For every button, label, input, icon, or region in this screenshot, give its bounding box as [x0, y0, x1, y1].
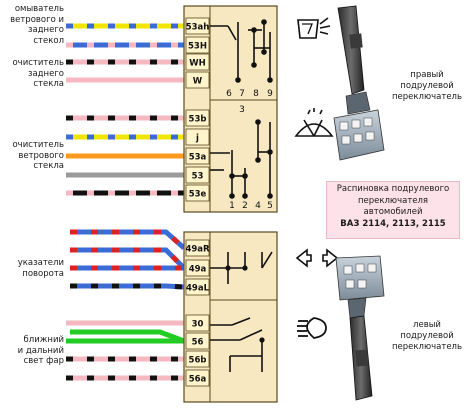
label-wiper: очиститель ветрового стекла: [12, 140, 64, 171]
label-right-switch: правый подрулевой переключатель: [392, 70, 462, 102]
upper-pin-label: 53b: [189, 115, 207, 125]
upper-pin-label: 53e: [189, 190, 207, 200]
upper-pin-5: j: [185, 128, 210, 146]
lower-pin-0: 49aR: [185, 239, 210, 257]
contact-number-4: 4: [255, 201, 261, 211]
upper-wires: [66, 23, 184, 196]
upper-pin-label: j: [195, 134, 199, 144]
upper-switch-contacts: [210, 22, 271, 196]
washer-icon: [297, 17, 331, 39]
lower-wires: [66, 229, 186, 381]
upper-pin-8: 53e: [185, 184, 210, 202]
lower-pin-label: 49aL: [186, 284, 210, 294]
upper-pin-label: W: [193, 77, 203, 87]
upper-pin-label: 53ah: [186, 23, 210, 33]
contact-number-9: 9: [267, 89, 273, 99]
lower-pin-4: 56: [185, 332, 210, 350]
contact-number-5: 5: [267, 201, 273, 211]
upper-pin-label: 53: [192, 172, 204, 182]
contact-number-6: 6: [226, 89, 232, 99]
upper-pin-label: 53H: [188, 42, 207, 52]
turn-arrows-icon: [295, 248, 339, 268]
lower-pin-3: 30: [185, 314, 210, 332]
upper-pin-label: 53a: [189, 153, 207, 163]
lower-connector-block: 49aR 49a 49aL 30 56 56b 56a: [183, 231, 278, 403]
left-stalk-switch: [335, 255, 385, 401]
label-turn-signals: указатели поворота: [17, 258, 64, 279]
lower-pin-label: 56: [192, 338, 204, 348]
label-washer: омыватель ветрового и заднего стекол: [10, 4, 64, 46]
label-headlights: ближний и дальний свет фар: [17, 335, 64, 366]
lower-pin-6: 56a: [185, 369, 210, 387]
upper-pin-label: WH: [189, 59, 206, 69]
pinout-title: Распиновка подрулевого переключателя авт…: [326, 181, 460, 239]
wiper-icon: [294, 108, 334, 137]
upper-pin-6: 53a: [185, 147, 210, 165]
right-stalk-switch: [333, 5, 385, 161]
upper-pin-2: WH: [185, 53, 210, 71]
wire-beam-extra: [70, 329, 185, 344]
upper-pin-0: 53ah: [185, 17, 210, 35]
contact-number-8: 8: [253, 89, 259, 99]
upper-contact-dots: [229, 19, 273, 199]
lower-pin-label: 49a: [189, 265, 207, 275]
lower-pin-label: 30: [192, 320, 204, 330]
contact-number-2: 2: [242, 201, 248, 211]
lower-pin-label: 56b: [189, 356, 207, 366]
wire-turn-0: [70, 229, 186, 250]
contact-number-3: 3: [239, 105, 245, 115]
upper-pin-3: W: [185, 71, 210, 89]
lower-pin-label: 49aR: [185, 245, 210, 255]
label-rear-wiper: очиститель заднего стекла: [12, 58, 64, 89]
lower-pin-5: 56b: [185, 350, 210, 368]
upper-pin-4: 53b: [185, 109, 210, 127]
contact-number-1: 1: [229, 201, 235, 211]
label-left-switch: левый подрулевой переключатель: [392, 320, 462, 352]
lower-pin-2: 49aL: [185, 278, 210, 296]
wire-turn-1: [70, 247, 186, 270]
lower-switch-contacts: [210, 251, 273, 372]
wire-turn-3: [70, 283, 185, 290]
headlight-icon: [297, 317, 327, 339]
contact-number-7: 7: [239, 89, 245, 99]
lower-pin-1: 49a: [185, 259, 210, 277]
upper-pin-7: 53: [185, 166, 210, 184]
lower-pin-label: 56a: [189, 375, 207, 385]
upper-pin-1: 53H: [185, 36, 210, 54]
